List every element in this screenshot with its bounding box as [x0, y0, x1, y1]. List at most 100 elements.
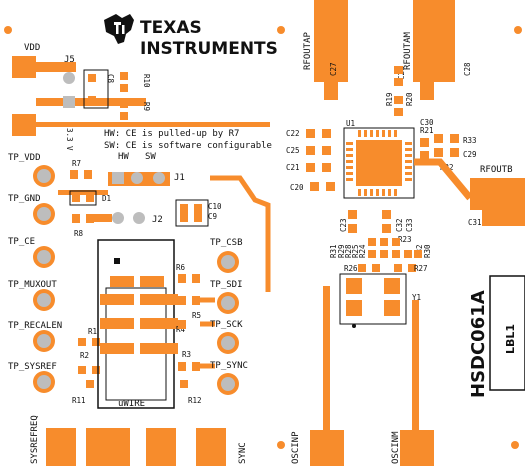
y1-pad [384, 278, 400, 294]
c31-label: C31 [468, 218, 482, 227]
c29-pad [434, 148, 443, 157]
tp-ce-label: TP_CE [8, 237, 35, 247]
resistor-cluster-pads [358, 238, 422, 272]
c21-pad [306, 163, 315, 172]
c25-label: C25 [286, 146, 300, 155]
uwire-pad [100, 318, 134, 329]
r4-pad [178, 320, 186, 329]
c8-pad [88, 96, 96, 104]
r31-label: R31 [329, 244, 338, 258]
r21-pad [434, 134, 443, 143]
r9-label: R9 [142, 102, 151, 111]
c29-pad [450, 148, 459, 157]
c23-pad [348, 210, 357, 219]
route-csb [210, 175, 271, 292]
tp-recalen-label: TP_RECALEN [8, 321, 62, 331]
c25-pad [306, 146, 315, 155]
c9-label: C9 [208, 212, 217, 221]
edge-pad [46, 428, 76, 466]
r8-pad [86, 214, 94, 223]
r29-label: R29 [337, 244, 346, 258]
c23-label: C23 [339, 218, 348, 232]
mounting-dot [511, 441, 519, 449]
r30-label: R30 [423, 244, 432, 258]
r5-pad [178, 296, 186, 305]
ti-logo-icon [104, 14, 134, 44]
c26-pad [394, 66, 403, 74]
vdd-route [58, 190, 108, 195]
c21-pad [322, 163, 331, 172]
c20-pad [310, 182, 319, 191]
c20-label: C20 [290, 183, 304, 192]
c10-outline [175, 199, 209, 227]
r10-pad [120, 72, 128, 80]
r2-pad [92, 366, 100, 374]
tp-ce-pin [37, 250, 51, 264]
r24-label: R24 [358, 244, 367, 258]
r21-label: R21 [420, 126, 434, 135]
v33-label: 3.3 V [65, 128, 74, 151]
c10-pad [180, 204, 188, 222]
j2-pin [112, 212, 124, 224]
tp-sysref-label: TP_SYSREF [8, 362, 57, 372]
r5-pad [192, 296, 200, 305]
tp-gnd-label: TP_GND [8, 194, 41, 204]
c30-label: C30 [420, 118, 434, 127]
r10-label: R10 [142, 74, 151, 88]
r20-pad [394, 96, 403, 104]
tp-csb-label: TP_CSB [210, 238, 243, 248]
r1-pad [92, 338, 100, 346]
j1-pin [153, 172, 165, 184]
c30-pad [420, 138, 429, 147]
d1-pad [86, 194, 94, 202]
r11-label: R11 [72, 396, 86, 405]
tp-muxout-pin [37, 293, 51, 307]
route-right [200, 297, 215, 369]
u1-pins [346, 130, 412, 196]
y1-outline [339, 273, 407, 325]
r12-label: R12 [188, 396, 202, 405]
j1-pin [131, 172, 143, 184]
oscinp-pad [310, 430, 344, 466]
vdd-edge-pad [12, 56, 36, 78]
edge-pad [86, 428, 130, 466]
r20-label: R20 [405, 92, 414, 106]
j5-label: J5 [64, 55, 75, 65]
board-id: HSDC061A [468, 290, 489, 398]
r2-pad [78, 366, 86, 374]
y1-pad [346, 278, 362, 294]
hw-label: HW [118, 152, 129, 162]
c26-pad [394, 78, 403, 86]
c8-label: C8 [106, 74, 115, 84]
r3-pad [192, 362, 200, 371]
rfoutb-label: RFOUTB [480, 165, 513, 175]
r11-pad [86, 380, 94, 388]
vdd-trace [36, 62, 76, 72]
r7-label: R7 [72, 159, 81, 168]
tp-sysref-pin [37, 375, 51, 389]
r3-label: R3 [182, 350, 191, 359]
lbl1-label: LBL1 [504, 324, 517, 354]
r33-label: R33 [463, 136, 477, 145]
r6-label: R6 [176, 263, 186, 272]
r23-label: R23 [398, 235, 412, 244]
tp-muxout-label: TP_MUXOUT [8, 280, 57, 290]
c32-pad [382, 210, 391, 219]
hw-note: HW: CE is pulled-up by R7 [104, 129, 239, 139]
c21-label: C21 [286, 163, 300, 172]
c8-outline [83, 69, 109, 109]
c27-label: C27 [329, 62, 338, 76]
tp-vdd-pin [37, 169, 51, 183]
c29-label: C29 [463, 150, 477, 159]
u1-label: U1 [346, 119, 355, 128]
rfoutb-trace [414, 158, 473, 201]
mounting-dot [277, 441, 285, 449]
y1-pad [346, 300, 362, 316]
r19-label: R19 [385, 92, 394, 106]
j2-label: J2 [152, 215, 163, 225]
j1-label: J1 [174, 173, 185, 183]
r26-label: R26 [344, 264, 358, 273]
d1-pad [72, 194, 80, 202]
oscinm-trace [412, 300, 419, 466]
